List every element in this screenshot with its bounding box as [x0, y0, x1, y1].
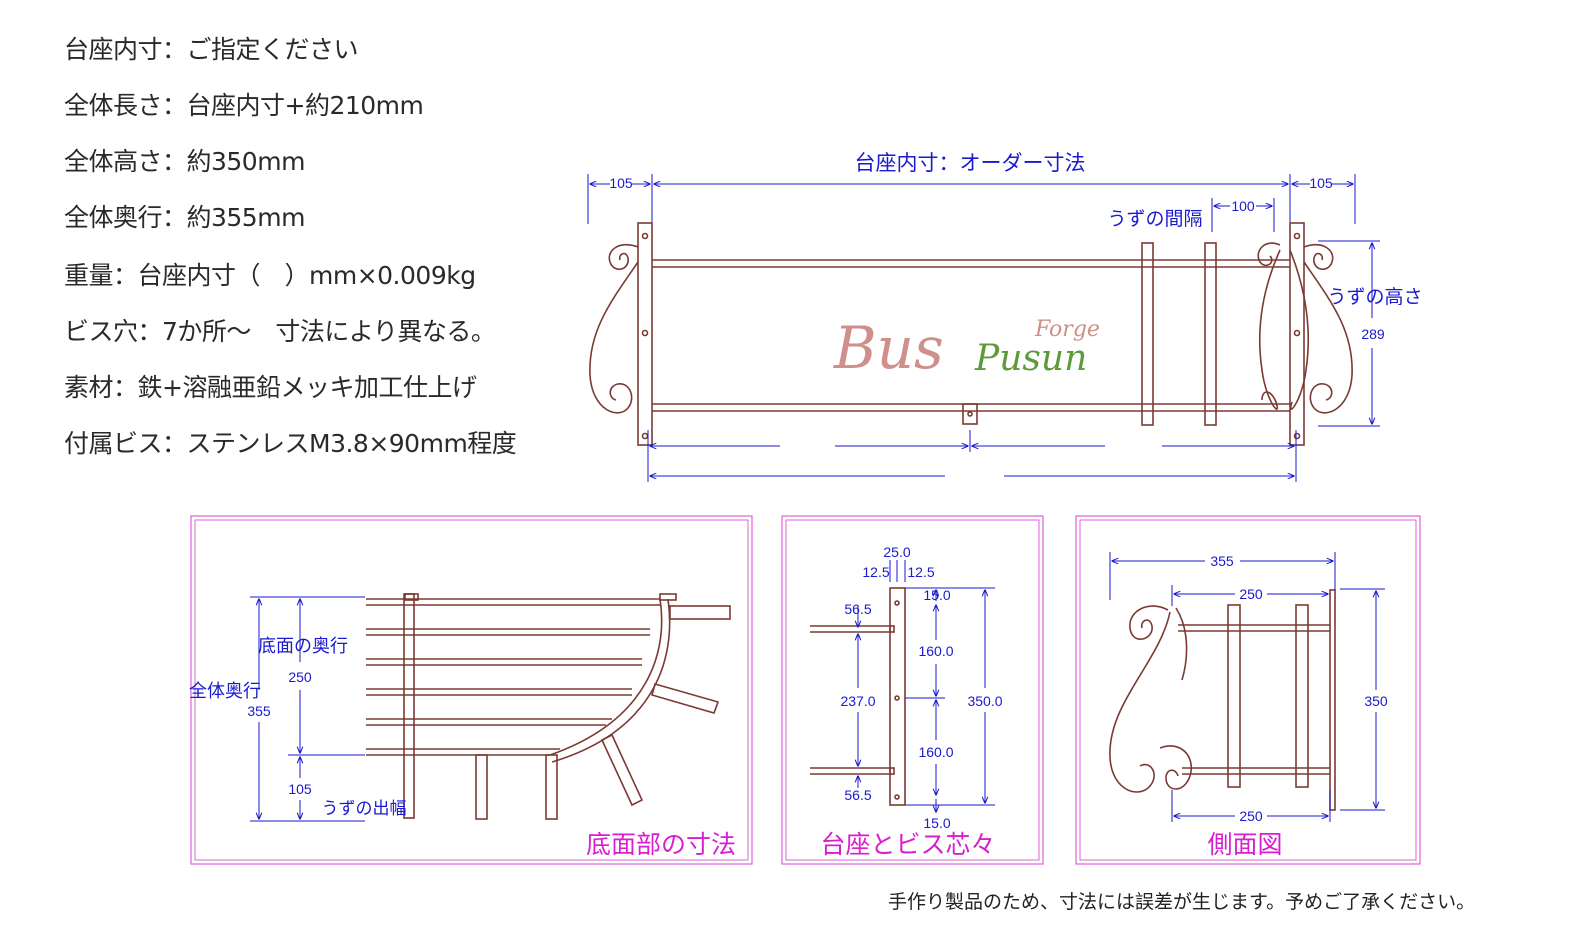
dim-height-289: 289: [1361, 326, 1385, 342]
label-total-depth: 全体奥行: [189, 681, 261, 701]
label-swirl-height: うずの高さ: [1327, 286, 1422, 308]
dim-plate-160-bottom: 160.0: [918, 744, 953, 760]
spec-line-depth: 全体奥行：約355mm: [64, 203, 305, 232]
dim-plate-565-bottom: 56.5: [844, 787, 871, 803]
dim-plate-25: 25.0: [883, 544, 910, 560]
label-swirl-spacing: うずの間隔: [1107, 208, 1202, 230]
handmade-note: 手作り製品のため、寸法には誤差が生じます。予めご了承ください。: [888, 891, 1476, 913]
dim-side-250-bottom: 250: [1239, 808, 1263, 824]
bottom-view-drawing: [366, 593, 731, 820]
front-view: [589, 222, 1353, 446]
base-plate-dims: [858, 560, 995, 812]
front-dimensions: [587, 174, 1380, 482]
dim-plate-15-bottom: 15.0: [923, 815, 950, 831]
dim-plate-12-left: 12.5: [862, 564, 889, 580]
side-panel-frame: [1075, 515, 1421, 865]
logo-pusun: Pusun: [974, 338, 1087, 379]
base-plate-drawing: [810, 587, 906, 806]
label-swirl-width: うずの出幅: [322, 799, 407, 818]
base-panel-title: 台座とビス芯々: [820, 830, 995, 859]
spec-line-screws: 付属ビス：ステンレスM3.8×90mm程度: [64, 429, 517, 458]
label-bottom-depth: 底面の奥行: [258, 636, 348, 656]
brand-logo: Bus Pusun Forge: [833, 314, 1100, 382]
dim-bottom-355: 355: [247, 703, 271, 719]
bottom-view-dims: [250, 596, 365, 822]
dim-plate-12-right: 12.5: [907, 564, 934, 580]
logo-bus: Bus: [833, 314, 944, 382]
spec-line-material: 素材：鉄+溶融亜鉛メッキ加工仕上げ: [64, 373, 477, 402]
label-inner-order: 台座内寸：オーダー寸法: [855, 152, 1086, 175]
left-mount-plate: [637, 222, 653, 446]
side-panel-title: 側面図: [1207, 830, 1282, 859]
dim-left-105: 105: [609, 175, 633, 191]
right-mount-plate: [1289, 222, 1305, 446]
dim-bottom-105: 105: [288, 781, 312, 797]
logo-forge: Forge: [1034, 317, 1100, 342]
dim-side-355: 355: [1210, 553, 1234, 569]
dim-side-350: 350: [1364, 693, 1388, 709]
dim-spacing-100: 100: [1231, 198, 1255, 214]
side-view-dims: [1109, 552, 1385, 822]
base-panel-frame: [781, 515, 1044, 865]
bottom-panel-frame: [190, 515, 753, 865]
spec-line-inner: 台座内寸：ご指定ください: [64, 35, 359, 64]
side-view-drawing: [1109, 589, 1336, 811]
spec-line-holes: ビス穴：7か所～ 寸法により異なる。: [64, 317, 496, 346]
dim-right-105: 105: [1309, 175, 1333, 191]
spec-line-weight: 重量：台座内寸（ ）mm×0.009kg: [64, 261, 476, 290]
dim-bottom-250: 250: [288, 669, 312, 685]
bottom-panel-title: 底面部の寸法: [586, 830, 736, 859]
dim-plate-160-top: 160.0: [918, 643, 953, 659]
dim-plate-15-top: 15.0: [923, 587, 950, 603]
dim-plate-350: 350.0: [967, 693, 1002, 709]
spec-line-length: 全体長さ：台座内寸+約210mm: [64, 91, 424, 120]
dim-plate-565-top: 56.5: [844, 601, 871, 617]
dim-plate-237: 237.0: [840, 693, 875, 709]
dim-side-250-top: 250: [1239, 586, 1263, 602]
spec-line-height: 全体高さ：約350mm: [64, 147, 305, 176]
